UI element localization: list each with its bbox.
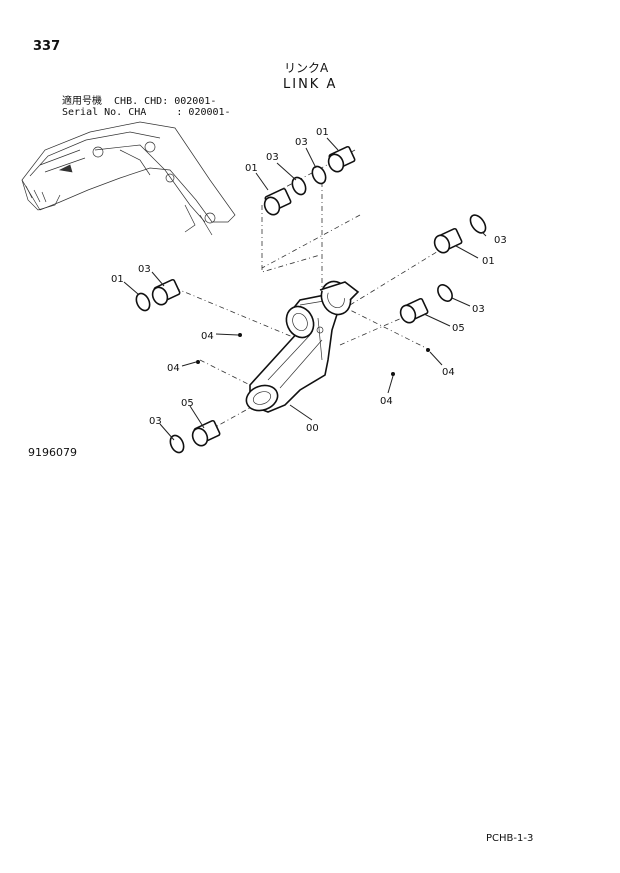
callout-label: 04 [380, 396, 393, 407]
excavator-front-illustration [21, 121, 236, 236]
title-english: LINK A [283, 77, 338, 92]
bushing-right-mid [399, 297, 429, 324]
serial-applicability-line: 適用号機 CHB. CHD: 002001- [62, 96, 217, 107]
figure-number: 9196079 [28, 446, 77, 459]
bushing-right-top [433, 227, 463, 254]
callout-label: 03 [472, 304, 485, 315]
callout-label: 00 [306, 423, 319, 434]
callout-label: 03 [295, 137, 308, 148]
callout-label: 05 [452, 323, 465, 334]
page-number: 337 [33, 39, 61, 54]
callout-label: 01 [245, 163, 258, 174]
callout-labels: 01 03 03 01 03 01 03 01 03 05 04 04 04 0… [111, 127, 507, 434]
ring-upper-1 [291, 176, 307, 196]
bushing-upper-left [263, 187, 292, 216]
callout-label: 01 [316, 127, 329, 138]
ring-upper-2 [311, 165, 327, 185]
ring-right-mid [437, 284, 453, 302]
callout-label: 03 [494, 235, 507, 246]
ring-right-top [469, 214, 487, 234]
callout-label: 03 [149, 416, 162, 427]
callout-label: 03 [266, 152, 279, 163]
link-a-body [245, 280, 360, 413]
callout-label: 01 [482, 256, 495, 267]
callout-label: 05 [181, 398, 194, 409]
callout-label: 03 [138, 264, 151, 275]
ring-left-mid [135, 292, 151, 312]
bushing-lower-left [191, 419, 221, 447]
bushing-left-mid [151, 278, 181, 306]
callout-label: 04 [167, 363, 180, 374]
callout-label: 04 [201, 331, 214, 342]
callout-label: 01 [111, 274, 124, 285]
bushing-upper-right [327, 145, 356, 173]
title-japanese: リンクA [284, 61, 329, 75]
grease-fittings [196, 333, 430, 376]
callout-label: 04 [442, 367, 455, 378]
serial-number-line: Serial No. CHA : 020001- [62, 107, 231, 118]
assembly-axis-lines [174, 149, 441, 431]
page-code: PCHB-1-3 [486, 833, 534, 844]
leader-lines [123, 137, 487, 441]
